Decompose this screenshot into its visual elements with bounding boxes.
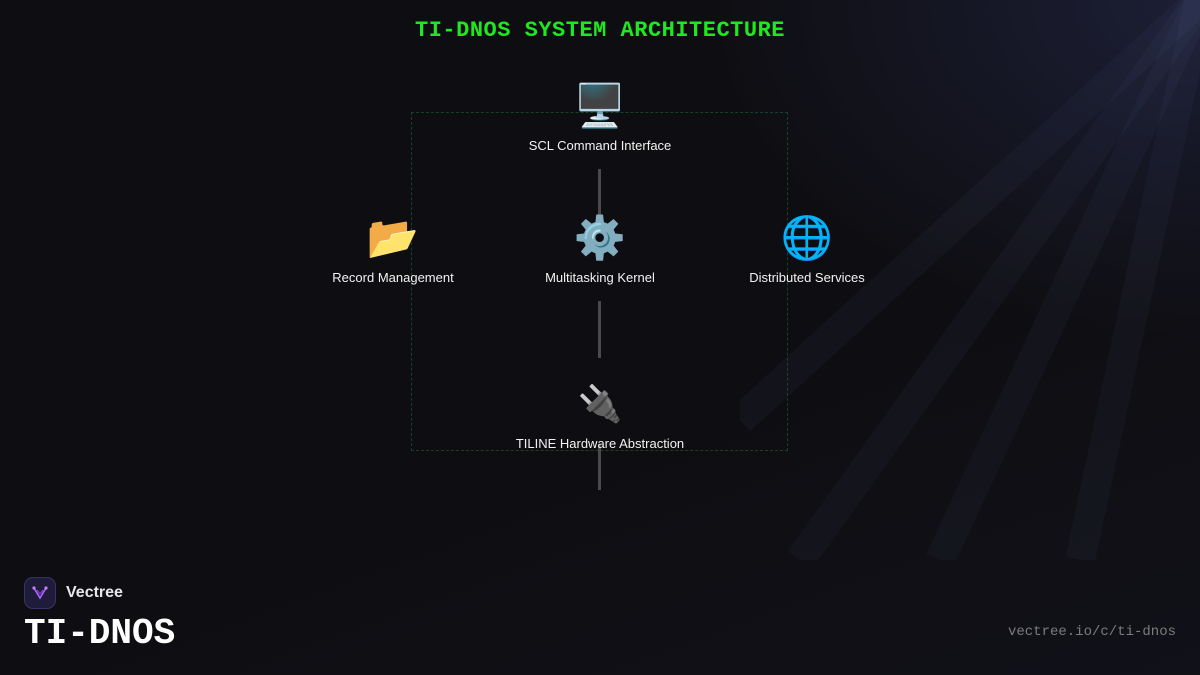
node-label-tiline: TILINE Hardware Abstraction [515, 436, 685, 451]
node-label-kernel: Multitasking Kernel [545, 270, 655, 285]
node-multitasking-kernel: ⚙️ Multitasking Kernel [500, 212, 700, 285]
connector-kernel-tiline [598, 301, 601, 358]
connector-scl-kernel [598, 169, 601, 217]
node-label-record: Record Management [332, 270, 454, 285]
course-url[interactable]: vectree.io/c/ti-dnos [1007, 624, 1176, 640]
node-scl-command-interface: 🖥️ SCL Command Interface [500, 80, 700, 153]
node-label-scl: SCL Command Interface [528, 138, 672, 153]
connector-tiline-bottom [598, 444, 601, 490]
node-tiline-hardware-abstraction: 🔌 TILINE Hardware Abstraction [500, 378, 700, 451]
desktop-computer-icon: 🖥️ [573, 82, 627, 129]
brand-name: Vectree [66, 584, 123, 601]
node-record-management: 📂 Record Management [293, 212, 493, 285]
electric-plug-icon: 🔌 [577, 383, 623, 424]
diagram-title: TI-DNOS SYSTEM ARCHITECTURE [415, 18, 785, 43]
vectree-logo-icon [24, 577, 56, 609]
product-name: TI-DNOS [24, 613, 176, 654]
globe-icon: 🌐 [780, 214, 834, 261]
gear-icon: ⚙️ [573, 214, 627, 261]
open-folder-icon: 📂 [366, 214, 420, 261]
brand: Vectree [24, 577, 123, 609]
node-label-distributed: Distributed Services [749, 270, 865, 285]
node-distributed-services: 🌐 Distributed Services [707, 212, 907, 285]
